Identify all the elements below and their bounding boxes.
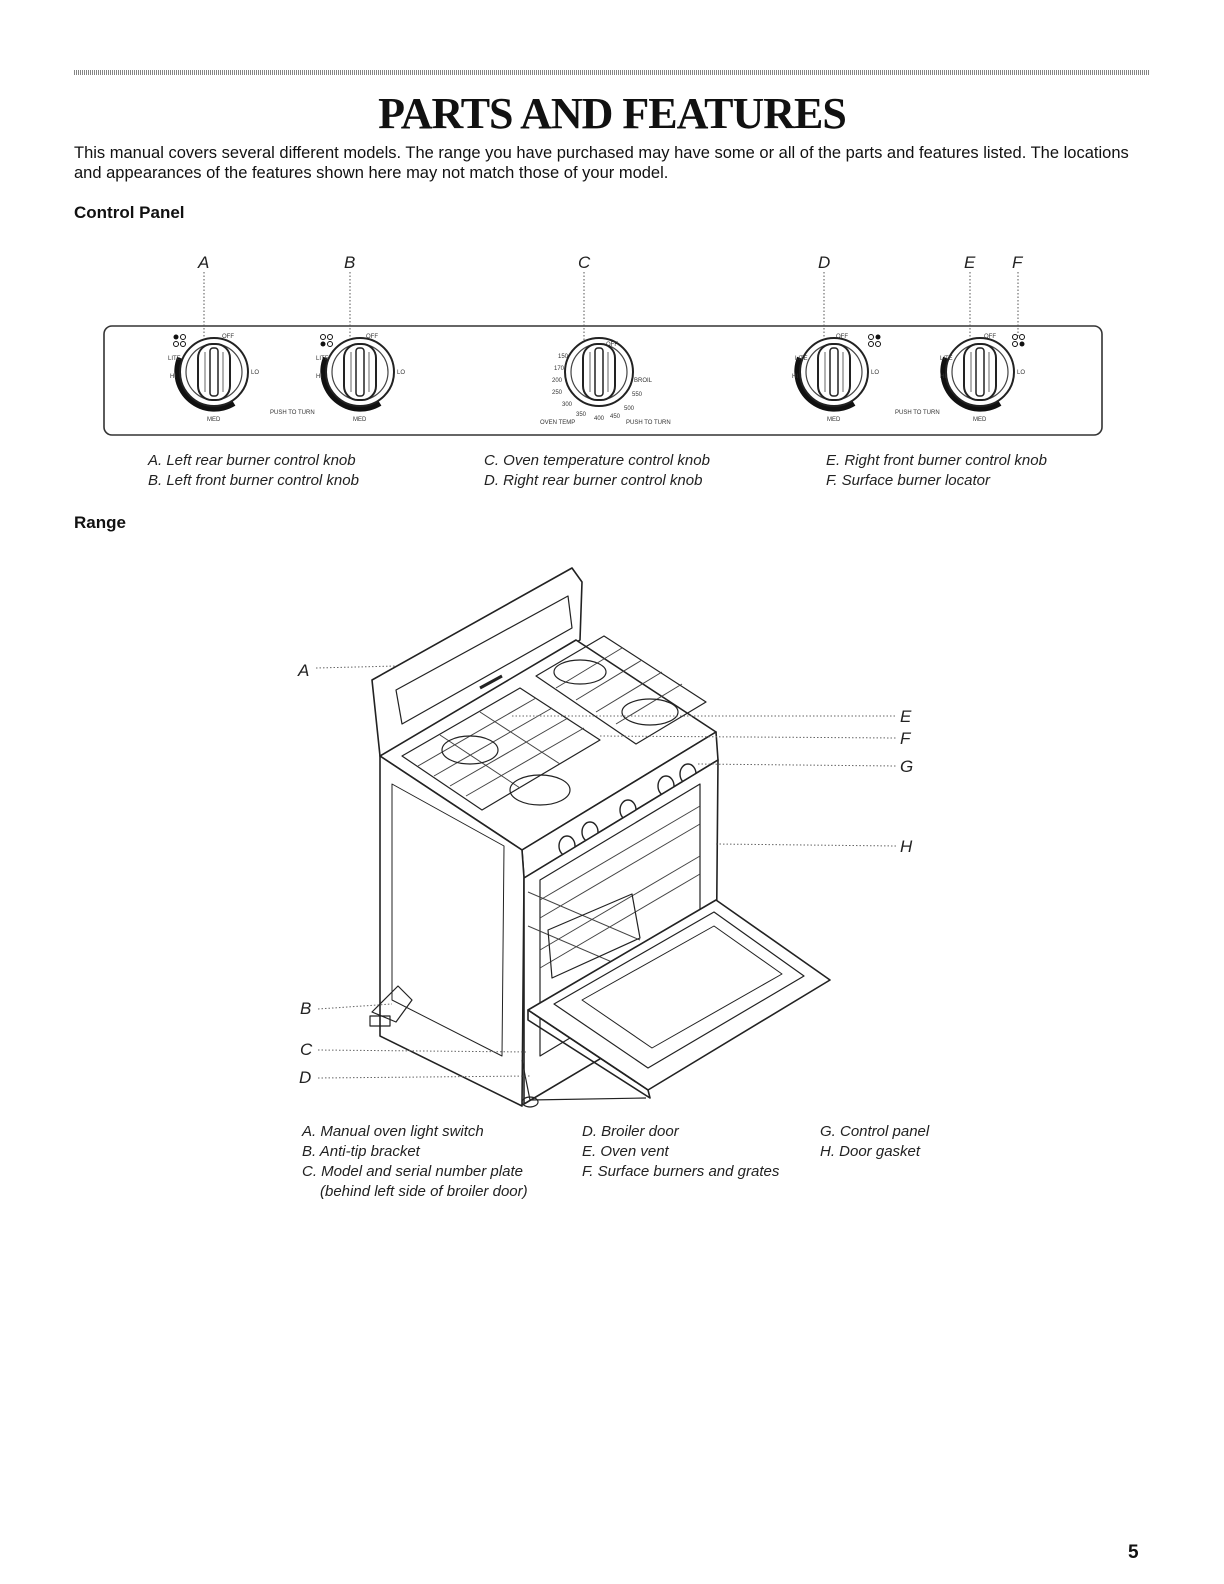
knob-e-lo: LO (1017, 370, 1025, 376)
range-callout-e: E (900, 707, 912, 726)
range-captions-col-1: A. Manual oven light switch B. Anti-tip … (302, 1122, 528, 1202)
knob-d-med: MED (827, 417, 841, 423)
knob-e-off: OFF (984, 334, 996, 340)
temp-400: 400 (594, 416, 605, 422)
temp-500: 500 (624, 406, 635, 412)
burner-locator-icon (173, 334, 186, 347)
right-rear-burner-knob[interactable] (779, 337, 869, 427)
caption-e: E. Right front burner control knob (826, 452, 1047, 469)
top-rule (74, 70, 1150, 75)
range-callout-f: F (900, 729, 912, 748)
temp-550: 550 (632, 392, 643, 398)
burner-locator-icon (320, 334, 333, 347)
caption-a: A. Left rear burner control knob (148, 452, 356, 469)
temp-350: 350 (576, 412, 587, 418)
knob-c-off: OFF (606, 342, 618, 348)
knob-e-med: MED (973, 417, 987, 423)
knob-b-med: MED (353, 417, 367, 423)
range-callout-d: D (299, 1068, 311, 1087)
callout-d: D (818, 253, 830, 272)
burner-locator-icon (868, 334, 881, 347)
range-callout-g: G (900, 757, 913, 776)
range-caption-d: D. Broiler door (582, 1123, 679, 1140)
control-panel-diagram: A B C D E F OFF LITE HI LO MED PUSH TO T… (103, 253, 1103, 436)
burner-locator-icon (1012, 334, 1025, 347)
temp-170: 170 (554, 366, 565, 372)
push-to-turn-right: PUSH TO TURN (895, 410, 940, 416)
push-to-turn-center: PUSH TO TURN (626, 420, 671, 426)
callout-f: F (1012, 253, 1024, 272)
caption-f: F. Surface burner locator (826, 472, 990, 489)
knob-d-lite: LITE (795, 356, 808, 362)
knob-a-off: OFF (222, 334, 234, 340)
range-side (379, 755, 525, 1107)
knob-b-off: OFF (366, 334, 378, 340)
knob-b-lite: LITE (316, 356, 329, 362)
anti-tip-bracket (371, 985, 413, 1023)
callout-b: B (344, 253, 355, 272)
temp-200: 200 (552, 378, 563, 384)
range-callout-h: H (900, 837, 913, 856)
knob-d-hi: HI (792, 374, 798, 380)
oven-temp-label: OVEN TEMP (540, 420, 575, 426)
knob-a-lo: LO (251, 370, 259, 376)
knob-b-hi: HI (316, 374, 322, 380)
knob-a-hi: HI (170, 374, 176, 380)
control-panel-captions-col-3: E. Right front burner control knob F. Su… (826, 451, 1047, 491)
caption-b: B. Left front burner control knob (148, 472, 359, 489)
callout-c: C (578, 253, 591, 272)
temp-450: 450 (610, 414, 621, 420)
range-diagram: A B C D E F G H (297, 567, 913, 1108)
knob-d-lo: LO (871, 370, 879, 376)
knob-a-lite: LITE (168, 356, 181, 362)
range-heading: Range (74, 513, 126, 532)
knob-e-hi: HI (940, 374, 946, 380)
temp-150: 150 (558, 354, 569, 360)
range-caption-f: F. Surface burners and grates (582, 1163, 780, 1180)
range-callout-b: B (300, 999, 311, 1018)
temp-250: 250 (552, 390, 563, 396)
control-panel-captions-col-2: C. Oven temperature control knob D. Righ… (484, 451, 710, 491)
range-caption-b: B. Anti-tip bracket (302, 1143, 420, 1160)
range-callout-a: A (297, 661, 309, 680)
knob-a-med: MED (207, 417, 221, 423)
intro-paragraph: This manual covers several different mod… (74, 144, 1129, 182)
caption-c: C. Oven temperature control knob (484, 452, 710, 469)
control-panel-heading: Control Panel (74, 203, 185, 222)
range-captions-col-3: G. Control panel H. Door gasket (820, 1122, 929, 1162)
range-caption-c: C. Model and serial number plate (302, 1163, 523, 1180)
range-caption-h: H. Door gasket (820, 1143, 921, 1160)
range-caption-a: A. Manual oven light switch (302, 1123, 484, 1140)
push-to-turn-left: PUSH TO TURN (270, 410, 315, 416)
knob-b-lo: LO (397, 370, 405, 376)
left-rear-burner-knob[interactable] (159, 337, 249, 427)
control-panel-captions-col-1: A. Left rear burner control knob B. Left… (148, 451, 359, 491)
temp-300: 300 (562, 402, 573, 408)
caption-d: D. Right rear burner control knob (484, 472, 703, 489)
page-number: 5 (1128, 1542, 1139, 1563)
control-panel-outline (103, 325, 1103, 436)
range-caption-e: E. Oven vent (582, 1143, 669, 1160)
range-caption-c-note: (behind left side of broiler door) (320, 1183, 528, 1200)
callout-e: E (964, 253, 976, 272)
range-captions-col-2: D. Broiler door E. Oven vent F. Surface … (582, 1122, 779, 1182)
range-caption-g: G. Control panel (820, 1123, 930, 1140)
oven-temperature-knob[interactable] (564, 337, 634, 407)
knob-e-lite: LITE (940, 356, 953, 362)
left-front-burner-knob[interactable] (305, 337, 395, 427)
page-title: PARTS AND FEATURES (378, 89, 847, 138)
callout-a: A (197, 253, 209, 272)
knob-d-off: OFF (836, 334, 848, 340)
range-callout-c: C (300, 1040, 313, 1059)
temp-broil: BROIL (634, 378, 653, 384)
